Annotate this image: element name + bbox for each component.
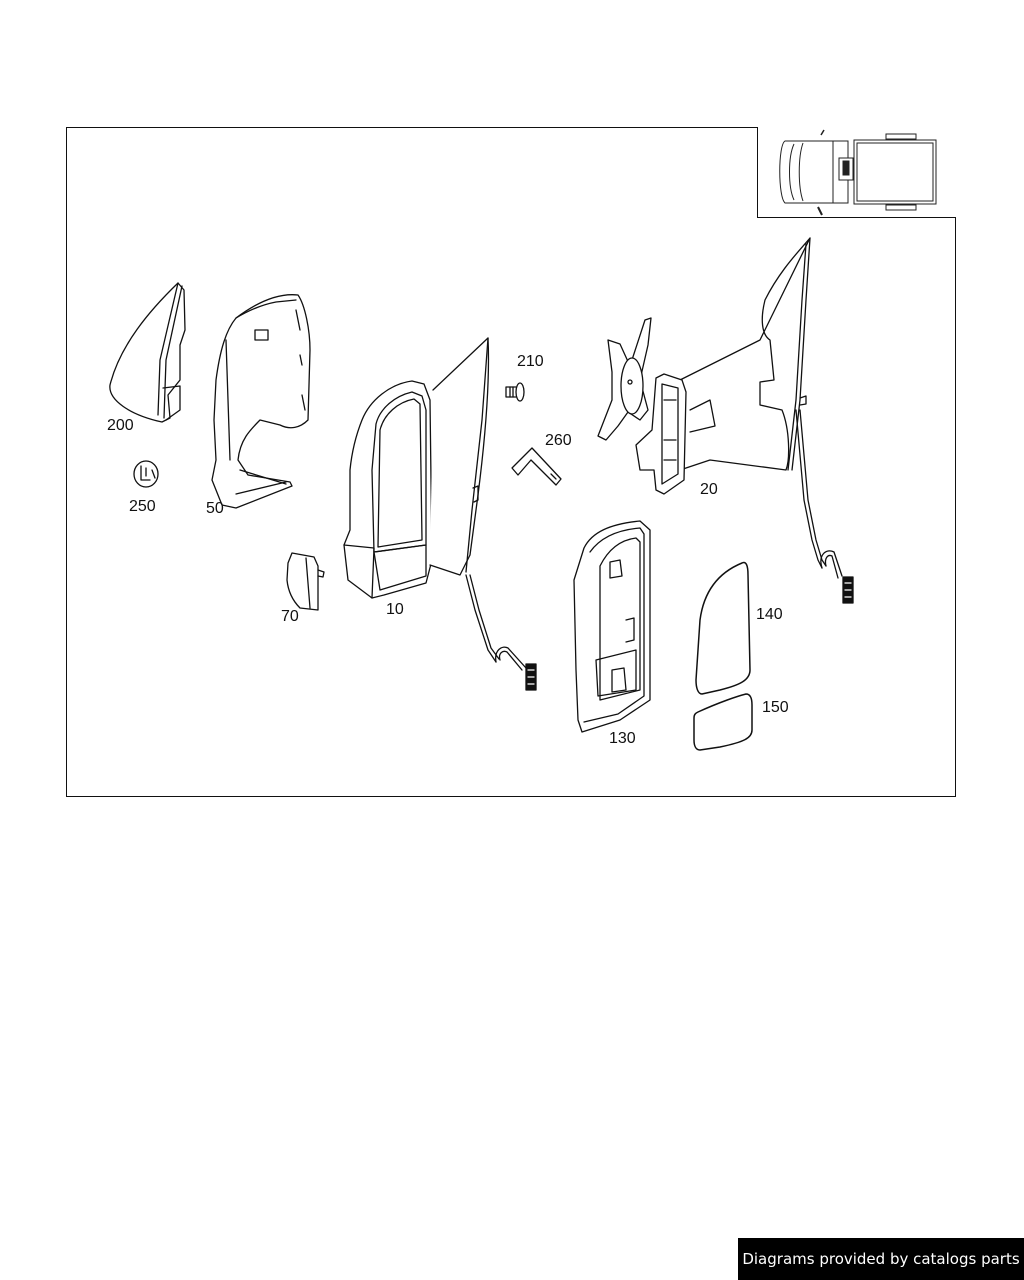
callout-250[interactable]: 250 xyxy=(129,498,156,515)
part-210-bolt[interactable] xyxy=(505,382,525,402)
callout-210[interactable]: 210 xyxy=(517,353,544,370)
part-50-housing[interactable] xyxy=(211,294,311,509)
part-200-cover-cap[interactable] xyxy=(109,282,186,423)
part-140-mirror-glass-upper[interactable] xyxy=(695,561,751,695)
callout-260[interactable]: 260 xyxy=(545,432,572,449)
credit-banner: Diagrams provided by catalogs parts xyxy=(738,1238,1024,1280)
callout-150[interactable]: 150 xyxy=(762,699,789,716)
callout-200[interactable]: 200 xyxy=(107,417,134,434)
part-10-mirror-assembly[interactable] xyxy=(343,337,537,691)
part-70-turn-signal[interactable] xyxy=(286,552,325,611)
callout-20[interactable]: 20 xyxy=(700,481,718,498)
part-260-bracket[interactable] xyxy=(511,447,562,486)
vehicle-top-view-icon xyxy=(779,129,937,216)
callout-50[interactable]: 50 xyxy=(206,500,224,517)
vehicle-thumbnail xyxy=(757,127,956,218)
credit-text: Diagrams provided by catalogs parts xyxy=(742,1250,1020,1268)
part-130-housing-frame[interactable] xyxy=(573,520,651,733)
callout-10[interactable]: 10 xyxy=(386,601,404,618)
part-250-clip[interactable] xyxy=(133,460,159,488)
callout-130[interactable]: 130 xyxy=(609,730,636,747)
part-20-mirror-arm[interactable] xyxy=(597,237,854,604)
part-150-mirror-glass-lower[interactable] xyxy=(693,693,753,751)
diagram-frame xyxy=(66,127,956,797)
callout-70[interactable]: 70 xyxy=(281,608,299,625)
callout-140[interactable]: 140 xyxy=(756,606,783,623)
